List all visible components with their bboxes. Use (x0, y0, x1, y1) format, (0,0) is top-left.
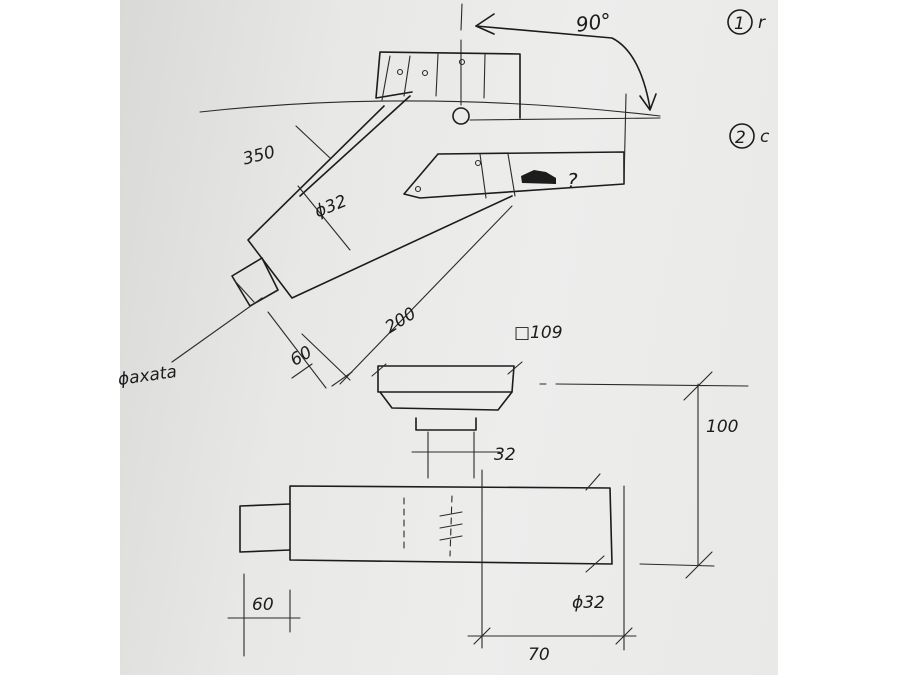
neck-block (415, 417, 477, 431)
dim-200-line (339, 205, 513, 385)
top-hole-1 (396, 68, 404, 76)
length-350-label: 350 (241, 142, 277, 169)
top-plate (377, 365, 515, 393)
length-200-label: 200 (382, 304, 420, 338)
arrow-head-down (639, 93, 657, 111)
top-hole-2 (421, 69, 429, 77)
dim-tick-32 (297, 185, 351, 251)
circle-note-1-label: 1 (734, 14, 745, 34)
vertical-axis-line (460, 3, 463, 106)
dim-60-lines (267, 311, 351, 389)
width-60-label: 60 (287, 342, 316, 370)
plate-ticks (371, 361, 547, 385)
square-109-label: □109 (514, 323, 563, 343)
dim-60-bottom-lines (227, 573, 301, 657)
dim-100-lines (555, 383, 749, 567)
circle-note-1 (727, 9, 753, 35)
dim-100-ticks (683, 371, 713, 579)
arrow-head-left (475, 13, 495, 35)
mid-hole-2 (474, 159, 482, 167)
question-mark: ? (567, 169, 578, 193)
dim-32-label: 32 (494, 445, 516, 465)
rotation-arc (475, 25, 651, 109)
top-block (375, 51, 521, 119)
hatch-marks (439, 511, 463, 541)
left-stub (239, 503, 291, 553)
circle-note-2 (729, 123, 755, 149)
top-block-lines (381, 53, 486, 101)
body-dim-ticks (585, 473, 605, 573)
arm-top-edge (299, 95, 411, 197)
middle-block-lines (479, 93, 627, 199)
dim-70-label: 70 (528, 645, 550, 665)
angle-label: 90° (574, 8, 612, 37)
dim-350-leader (295, 125, 331, 159)
mid-hole-1 (414, 185, 422, 193)
plate-base (379, 391, 513, 411)
hidden-line-2 (449, 495, 453, 557)
dim-70-lines (467, 485, 637, 651)
dim-60-bottom-label: 60 (252, 595, 274, 615)
car-icon (521, 170, 556, 184)
dim-70-ticks (473, 627, 633, 645)
main-body (289, 485, 613, 565)
dim-32-lines (411, 431, 501, 479)
top-hole-3 (458, 58, 466, 66)
upper-arm-drawing: ? 90° 350 ϕ32 200 60 ϕaxata (117, 3, 661, 390)
circle-note-1-tail: r (758, 13, 766, 33)
dim-ticks (291, 363, 353, 387)
horizontal-guide-line-2 (469, 117, 661, 121)
diameter-upper-label: ϕ32 (312, 191, 350, 222)
stub-cross (233, 279, 255, 303)
lower-front-view: □109 32 100 60 70 ϕ32 (227, 323, 749, 665)
pivot-circle (452, 107, 470, 125)
diagonal-arm (247, 105, 513, 299)
arm-end-stub (231, 257, 279, 307)
diameter-lower-label: ϕ32 (572, 593, 605, 613)
circle-note-2-tail: c (760, 127, 770, 147)
page-margin (778, 0, 900, 675)
leader-line (171, 297, 263, 363)
circle-note-2-label: 2 (735, 128, 746, 148)
side-word-label: ϕaxata (117, 362, 178, 390)
dim-100-label: 100 (706, 417, 738, 437)
margin-notes: 1 r 2 c (727, 9, 770, 149)
horizontal-guide-line (199, 100, 661, 117)
